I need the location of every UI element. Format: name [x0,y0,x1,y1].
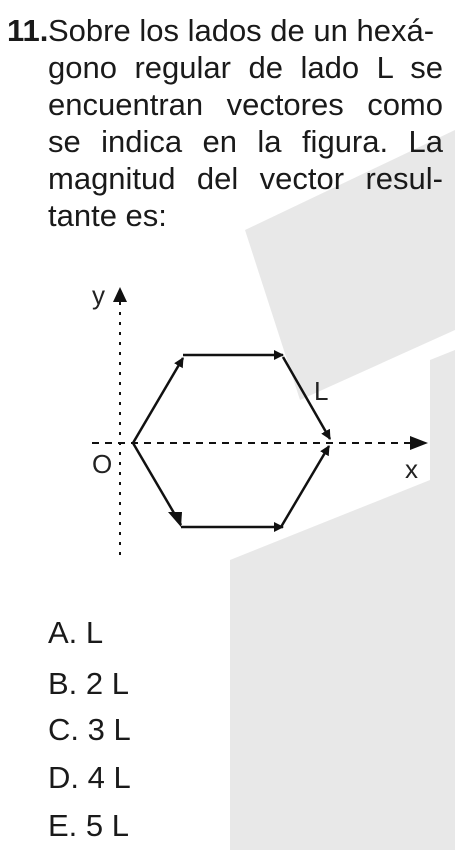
option-letter: E. [48,808,78,843]
vector-right-lower [279,445,331,528]
y-axis-label: y [92,280,105,310]
option-b[interactable]: B. 2 L [48,666,129,702]
question-line-3: encuentran vectores como [48,87,443,122]
question-line-5: magnitud del vector resul- [48,161,443,196]
question-line-6: tante es: [48,198,167,233]
vector-right-upper [281,356,332,440]
side-left-lower [131,442,183,526]
option-letter: C. [48,712,79,747]
option-text: L [85,615,104,650]
option-e[interactable]: E. 5 L [48,808,129,844]
option-text: 2 L [85,666,130,701]
question-line-1: Sobre los lados de un hexá- [48,13,435,48]
option-d[interactable]: D. 4 L [48,760,131,796]
question-line-2: gono regular de lado L se [48,50,443,85]
option-text: 4 L [87,760,131,795]
option-a[interactable]: A. L [48,615,103,651]
y-axis-arrow-icon [113,287,127,302]
bottom-left-arrow-icon [168,512,182,527]
x-axis-label: x [405,454,418,484]
option-letter: B. [48,666,78,701]
option-text: 5 L [85,808,130,843]
vector-left-upper [131,357,185,444]
option-letter: D. [48,760,79,795]
option-text: 3 L [87,712,131,747]
option-letter: A. [48,615,78,650]
question-number: 11. [7,13,49,48]
side-length-label: L [314,376,328,406]
x-axis-arrow-icon [410,436,428,450]
option-c[interactable]: C. 3 L [48,712,131,748]
question-line-4: se indica en la figura. La [48,124,443,159]
hexagon-vector-figure: y x O L [92,280,428,555]
origin-label: O [92,449,112,479]
